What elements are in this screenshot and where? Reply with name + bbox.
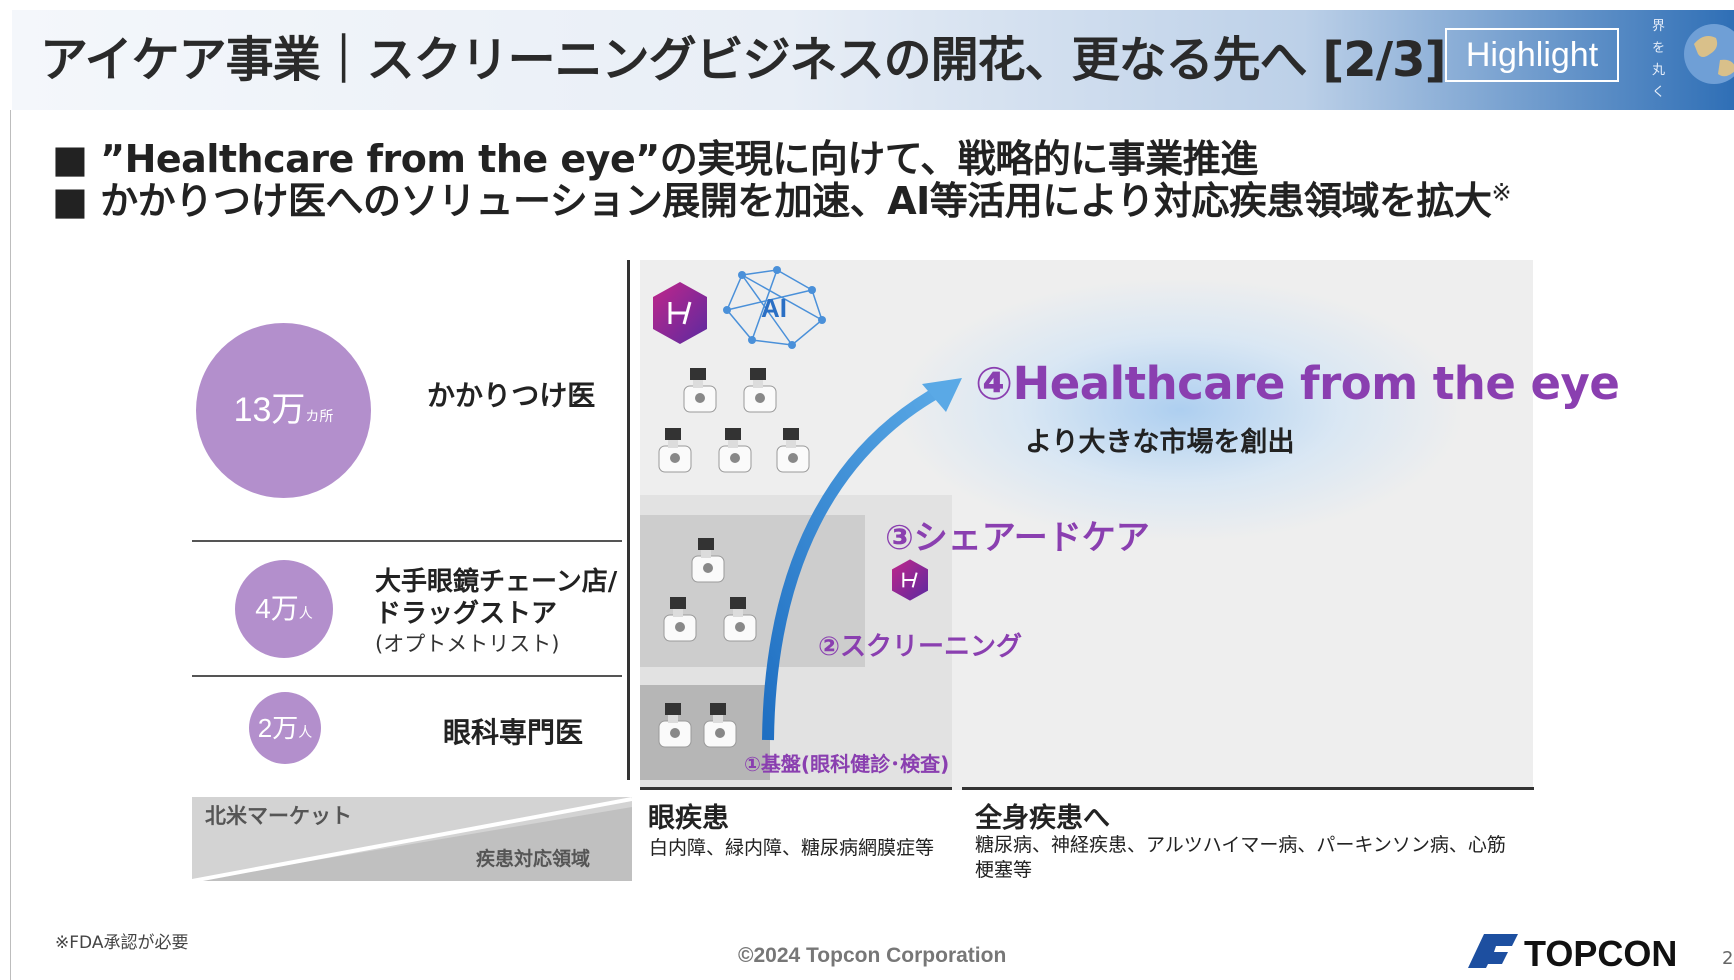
harmony-hex-icon-small [892, 559, 928, 601]
circle-ophthalmology: 2万人 [249, 692, 321, 764]
axis-vertical [627, 260, 630, 780]
count-kakaritsuke: 13万 [233, 391, 306, 429]
market-label: 北米マーケット [205, 804, 352, 828]
eye-disease-title: 眼疾患 [648, 803, 729, 834]
label-chain-line2: ドラッグストア [375, 599, 558, 629]
eye-disease-list: 白内障、緑内障、糖尿病網膜症等 [649, 837, 935, 859]
systemic-disease-axis [962, 787, 1534, 790]
highlight-badge: Highlight [1445, 28, 1619, 82]
unit-ophthalmology: 人 [298, 725, 313, 741]
eye-disease-axis [640, 787, 952, 790]
bullet-2: ■ かかりつけ医へのソリューション展開を加速、AI等活用により対応疾患領域を拡大… [52, 170, 1512, 225]
systemic-disease-list: 糖尿病、神経疾患、アルツハイマー病、パーキンソン病、心筋梗塞等 [975, 834, 1506, 881]
row-separator [192, 675, 622, 677]
globe-icon [1684, 24, 1734, 84]
step4-subtitle: より大きな市場を創出 [1025, 427, 1295, 458]
label-chain: 大手眼鏡チェーン店/ドラッグストア [375, 566, 617, 630]
copyright: ©2024 Topcon Corporation [738, 944, 1007, 967]
bullet-2-note-mark: ※ [1491, 178, 1512, 207]
healthcare-glow [900, 280, 1460, 540]
unit-kakaritsuke: カ所 [305, 409, 334, 425]
harmony-hex-icon [653, 282, 707, 344]
step4-title: ④Healthcare from the eye [975, 357, 1620, 410]
ai-label: AI [761, 293, 787, 323]
bullet-2-text: ■ かかりつけ医へのソリューション展開を加速、AI等活用により対応疾患領域を拡大 [52, 179, 1492, 223]
topcon-wordmark: TOPCON [1524, 933, 1677, 974]
step2-label: ②スクリーニング [818, 632, 1023, 662]
step1-label: ①基盤(眼科健診･検査) [744, 752, 950, 776]
ai-network-icon: AI [723, 266, 826, 349]
step3-label: ③シェアードケア [885, 518, 1150, 558]
count-ophthalmology: 2万 [257, 713, 299, 743]
page-number: 2 [1722, 948, 1734, 969]
bullet-1: ■ ”Healthcare from the eye”の実現に向けて、戦略的に事… [52, 137, 1258, 181]
screening-area [640, 515, 865, 667]
label-kakaritsuke: かかりつけ医 [427, 379, 596, 412]
systemic-disease-title: 全身疾患へ [975, 803, 1110, 834]
growth-arrow [762, 378, 962, 741]
footnote: ※FDA承認が必要 [55, 933, 189, 953]
label-chain-sub: (オプトメトリスト) [375, 632, 560, 656]
count-chain: 4万 [255, 593, 299, 624]
header-side-text: 界を丸く [1652, 19, 1666, 100]
market-wedge [192, 797, 632, 881]
label-chain-line1: 大手眼鏡チェーン店/ [375, 567, 618, 597]
topcon-logo: TOPCON [1468, 933, 1677, 974]
header-bar [12, 10, 1734, 110]
label-ophthalmology: 眼科専門医 [443, 716, 584, 749]
circle-chain: 4万人 [235, 560, 333, 658]
row-separator [192, 540, 622, 542]
disease-range-label: 疾患対応領域 [476, 848, 591, 870]
unit-chain: 人 [298, 606, 313, 622]
circle-kakaritsuke: 13万カ所 [196, 323, 371, 498]
left-border [10, 110, 11, 980]
page-title: アイケア事業｜スクリーニングビジネスの開花、更なる先へ [2/3] [40, 32, 1447, 88]
